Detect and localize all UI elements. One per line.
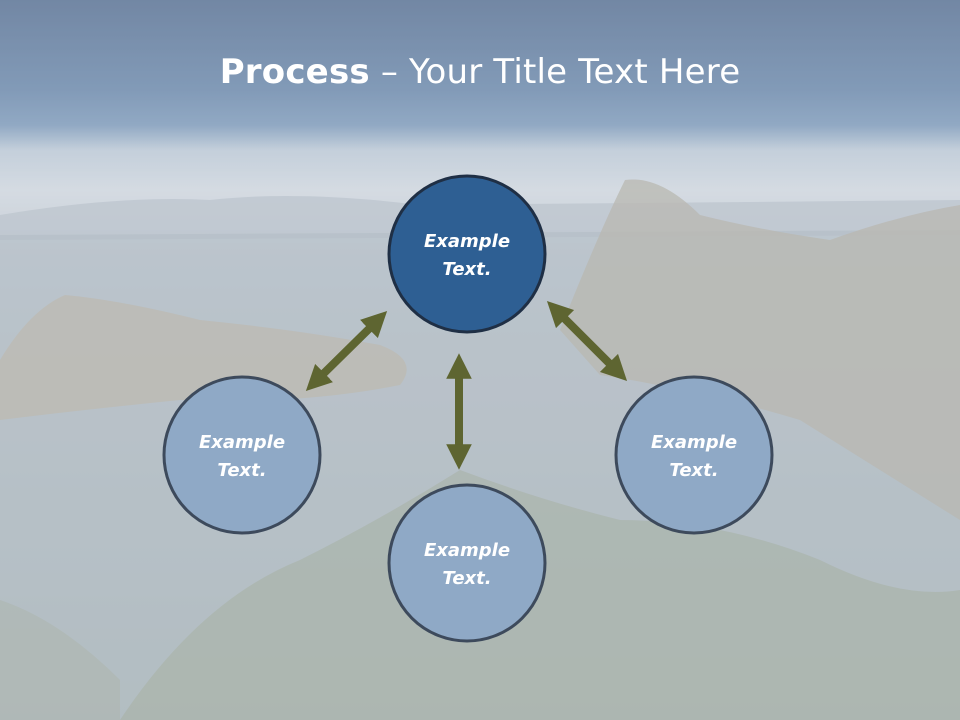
- title-rest: – Your Title Text Here: [369, 52, 741, 92]
- node-top: Example Text.: [387, 174, 547, 334]
- node-right: Example Text.: [614, 375, 774, 535]
- node-left-line1: Example: [199, 432, 285, 453]
- node-right-line1: Example: [651, 432, 737, 453]
- arrow-left-top: [305, 311, 388, 391]
- slide-title: Process – Your Title Text Here: [0, 52, 960, 92]
- node-top-line2: Text.: [442, 259, 491, 280]
- node-bottom-line2: Text.: [442, 568, 491, 589]
- node-left: Example Text.: [162, 375, 322, 535]
- arrow-right-top: [546, 300, 628, 382]
- node-bottom-line1: Example: [424, 540, 510, 561]
- node-right-line2: Text.: [669, 460, 718, 481]
- node-bottom: Example Text.: [387, 483, 547, 643]
- node-left-line2: Text.: [217, 460, 266, 481]
- title-bold: Process: [219, 52, 370, 92]
- node-top-line1: Example: [424, 231, 510, 252]
